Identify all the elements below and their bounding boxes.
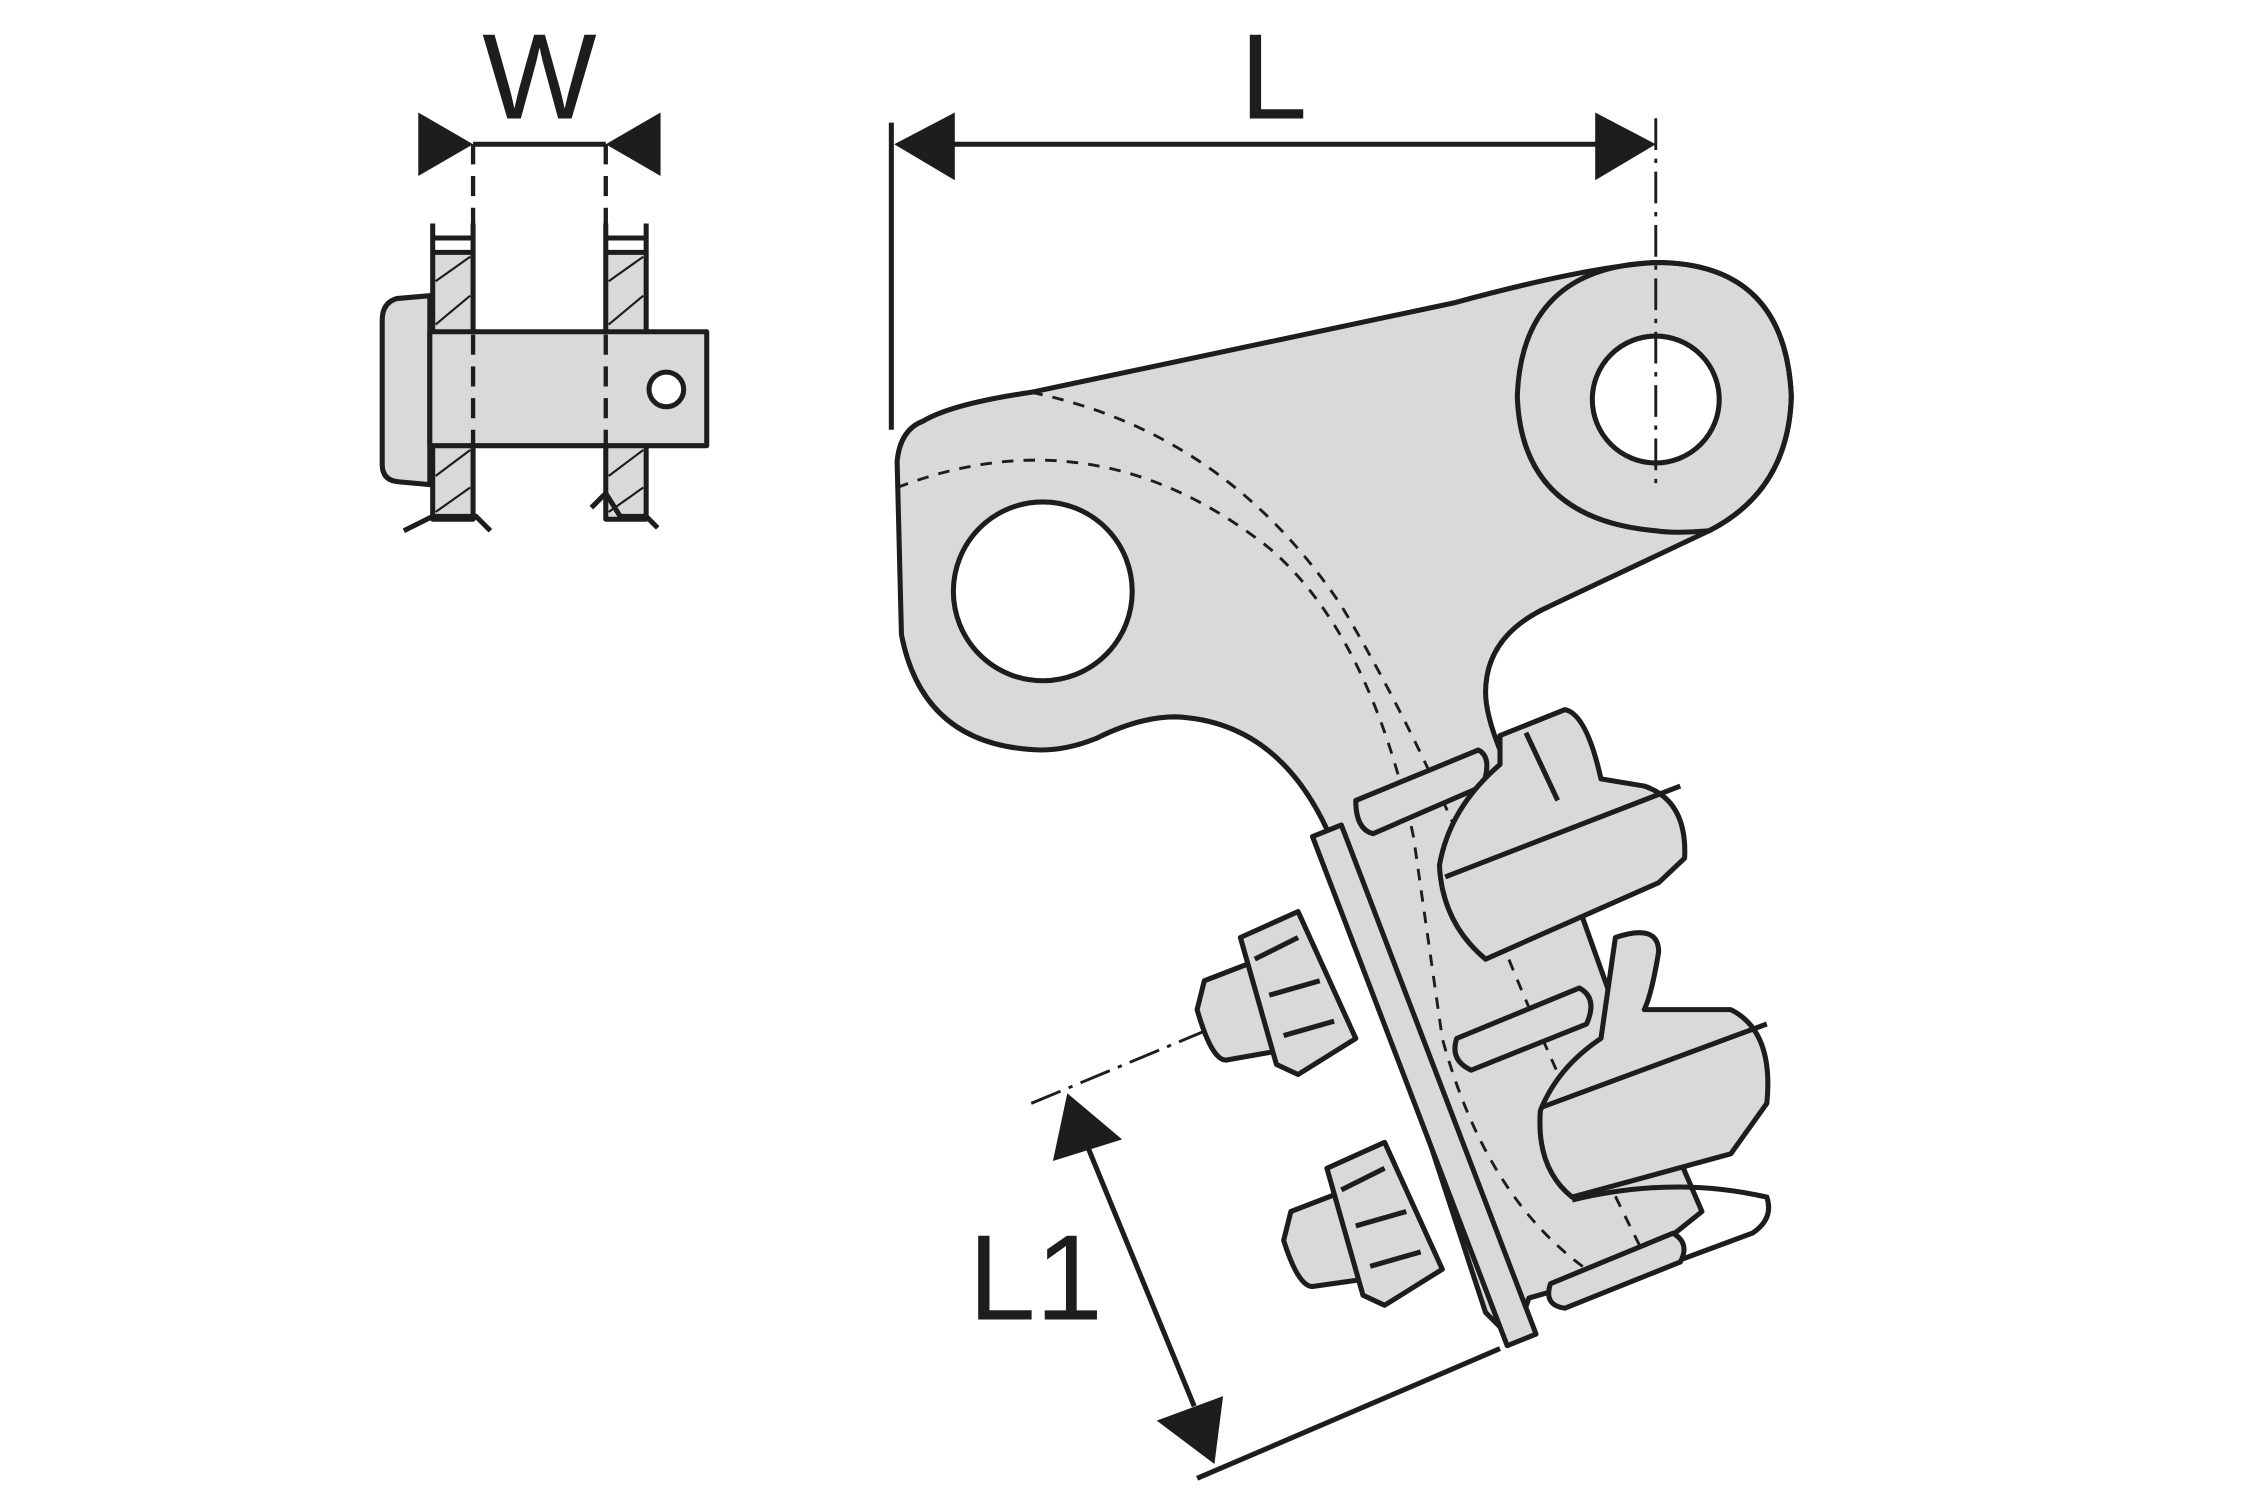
bolt-lower xyxy=(1281,1139,1445,1308)
mount-hole xyxy=(950,499,1135,684)
arrow-icon xyxy=(894,112,955,181)
arrow-icon xyxy=(605,112,661,176)
bolt-upper xyxy=(1194,909,1359,1078)
clamp-body xyxy=(894,118,1794,1349)
l1-dimension-line xyxy=(1082,1138,1197,1408)
arrow-icon xyxy=(1052,1093,1123,1162)
l-dimension: L xyxy=(888,8,1656,430)
jaw-finger xyxy=(1452,985,1594,1073)
arrow-icon xyxy=(1595,112,1656,181)
l-label: L xyxy=(1240,8,1307,144)
arrow-icon xyxy=(418,112,474,176)
side-view: W xyxy=(379,8,710,534)
l1-label: L1 xyxy=(968,1210,1103,1346)
cotter-hole xyxy=(646,369,687,410)
jaw-finger xyxy=(1546,1230,1687,1311)
pin-head xyxy=(379,293,433,488)
arrow-icon xyxy=(1156,1396,1224,1464)
w-label: W xyxy=(482,8,596,144)
l1-dimension: L1 xyxy=(968,1093,1501,1481)
keeper-plate xyxy=(1309,822,1539,1349)
